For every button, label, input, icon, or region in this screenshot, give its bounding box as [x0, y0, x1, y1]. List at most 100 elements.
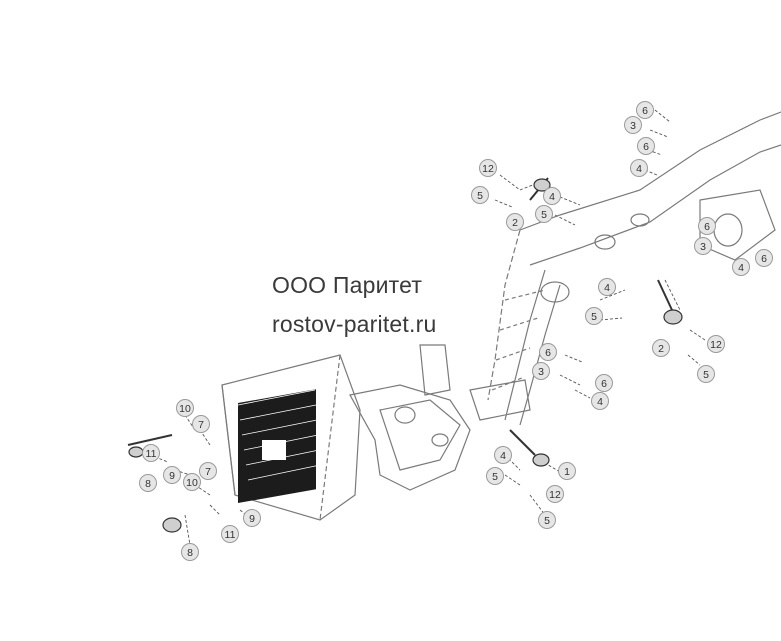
watermark-site: rostov-paritet.ru: [272, 311, 437, 337]
callout-circle: [181, 543, 199, 561]
callout-number: 12: [549, 489, 561, 501]
callout-8: 8: [139, 474, 157, 492]
callout-circle: [543, 187, 561, 205]
callout-circle: [546, 485, 564, 503]
callout-number: 5: [492, 471, 498, 483]
callout-circle: [637, 137, 655, 155]
callout-5: 5: [697, 365, 715, 383]
callout-circle: [732, 258, 750, 276]
callout-circle: [494, 446, 512, 464]
callout-circle: [532, 362, 550, 380]
callout-circle: [479, 159, 497, 177]
parts-hardware: [127, 177, 683, 533]
callout-number: 5: [477, 190, 483, 202]
callout-circle: [243, 509, 261, 527]
callout-number: 7: [205, 466, 211, 478]
callout-number: 3: [630, 120, 636, 132]
callout-5: 5: [535, 205, 553, 223]
callout-number: 9: [249, 513, 255, 525]
callout-3: 3: [694, 237, 712, 255]
callout-number: 4: [500, 450, 506, 462]
callout-circle: [486, 467, 504, 485]
callout-number: 8: [187, 547, 193, 559]
callout-number: 3: [538, 366, 544, 378]
callout-circle: [535, 205, 553, 223]
callout-circle: [595, 374, 613, 392]
callout-circle: [139, 474, 157, 492]
callout-number: 2: [512, 217, 518, 229]
callout-4: 4: [732, 258, 750, 276]
callout-1: 1: [558, 462, 576, 480]
callout-circle: [698, 217, 716, 235]
callout-circle: [585, 307, 603, 325]
callout-2: 2: [652, 339, 670, 357]
callout-number: 6: [601, 378, 607, 390]
callout-number: 10: [179, 403, 191, 415]
callout-12: 12: [479, 159, 497, 177]
callout-circle: [598, 278, 616, 296]
callout-circle: [636, 101, 654, 119]
callout-number: 12: [482, 163, 494, 175]
callout-3: 3: [532, 362, 550, 380]
callout-number: 5: [541, 209, 547, 221]
callout-12: 12: [707, 335, 725, 353]
callout-6: 6: [539, 343, 557, 361]
callout-circle: [652, 339, 670, 357]
callout-6: 6: [755, 249, 773, 267]
leader-lines: [149, 109, 706, 546]
callout-number: 6: [545, 347, 551, 359]
callout-4: 4: [543, 187, 561, 205]
callout-number: 4: [738, 262, 744, 274]
callout-circle: [697, 365, 715, 383]
callout-6: 6: [637, 137, 655, 155]
callout-6: 6: [636, 101, 654, 119]
callout-9: 9: [163, 466, 181, 484]
callout-7: 7: [192, 415, 210, 433]
callout-circle: [624, 116, 642, 134]
callout-number: 5: [544, 515, 550, 527]
callout-number: 12: [710, 339, 722, 351]
callout-12: 12: [546, 485, 564, 503]
callout-circle: [199, 462, 217, 480]
callout-5: 5: [486, 467, 504, 485]
callout-number: 11: [225, 529, 236, 541]
callout-circle: [707, 335, 725, 353]
callout-circle: [694, 237, 712, 255]
callout-number: 6: [704, 221, 710, 233]
callout-5: 5: [585, 307, 603, 325]
callout-number: 9: [169, 470, 175, 482]
callout-circle: [183, 473, 201, 491]
callout-4: 4: [598, 278, 616, 296]
callout-number: 11: [146, 448, 157, 460]
watermark-company: ООО Паритет: [272, 272, 423, 298]
callout-circle: [471, 186, 489, 204]
callout-circle: [755, 249, 773, 267]
boom-frame: [349, 111, 781, 491]
callout-circle: [506, 213, 524, 231]
callout-circle: [176, 399, 194, 417]
callout-6: 6: [595, 374, 613, 392]
callout-number: 5: [591, 311, 597, 323]
callout-number: 6: [642, 105, 648, 117]
callout-number: 1: [564, 466, 570, 478]
callout-circle: [539, 343, 557, 361]
callout-10: 10: [183, 473, 201, 491]
callout-6: 6: [698, 217, 716, 235]
callout-11: 11: [142, 444, 160, 462]
callout-number: 8: [145, 478, 151, 490]
callout-3: 3: [624, 116, 642, 134]
callout-number: 7: [198, 419, 204, 431]
callout-number: 4: [604, 282, 610, 294]
callout-circle: [558, 462, 576, 480]
callout-number: 10: [186, 477, 198, 489]
callout-4: 4: [494, 446, 512, 464]
callout-circle: [591, 392, 609, 410]
callout-number: 4: [549, 191, 555, 203]
callout-circle: [630, 159, 648, 177]
callout-circle: [163, 466, 181, 484]
callout-number: 4: [597, 396, 603, 408]
callout-4: 4: [630, 159, 648, 177]
callout-number: 3: [700, 241, 706, 253]
